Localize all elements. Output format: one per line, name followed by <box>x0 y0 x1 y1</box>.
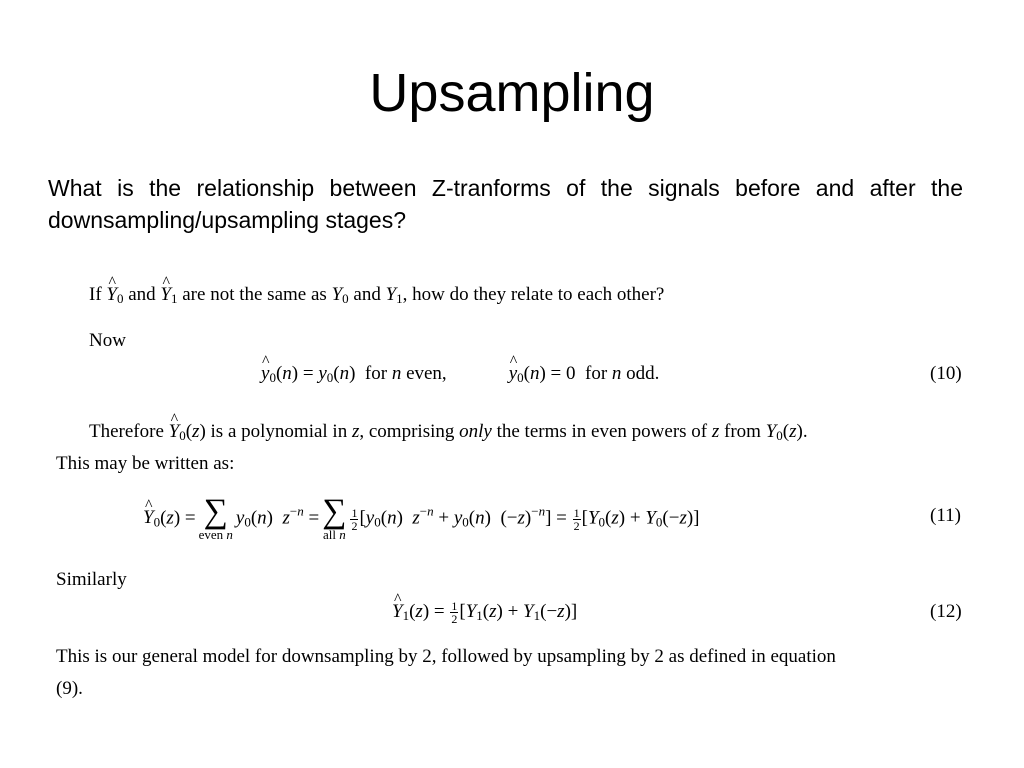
equation-11: Y0(z) =∑even ny0(n) z−n =∑all n12[y0(n) … <box>143 486 700 542</box>
sum-even: ∑even n <box>198 493 233 542</box>
conclusion-line-1: This is our general model for downsampli… <box>56 646 836 667</box>
equation-10-number: (10) <box>930 363 962 384</box>
equation-12-number: (12) <box>930 601 962 622</box>
now-label: Now <box>89 330 126 351</box>
conclusion-line-2: (9). <box>56 678 83 699</box>
written-line: This may be written as: <box>56 453 235 474</box>
equation-11-number: (11) <box>930 505 961 526</box>
equation-12: Y1(z) = 12[Y1(z) + Y1(−z)] <box>392 588 577 627</box>
slide-title: Upsampling <box>369 63 655 123</box>
equation-10: y0(n) = y0(n) for n even,y0(n) = 0 for n… <box>261 350 659 386</box>
question-line: If Y0 and Y1 are not the same as Y0 and … <box>89 271 664 307</box>
therefore-line: Therefore Y0(z) is a polynomial in z, co… <box>89 408 808 444</box>
sum-all: ∑all n <box>322 493 347 542</box>
intro-question: What is the relationship between Z-tranf… <box>48 175 963 233</box>
similarly-label: Similarly <box>56 569 127 590</box>
